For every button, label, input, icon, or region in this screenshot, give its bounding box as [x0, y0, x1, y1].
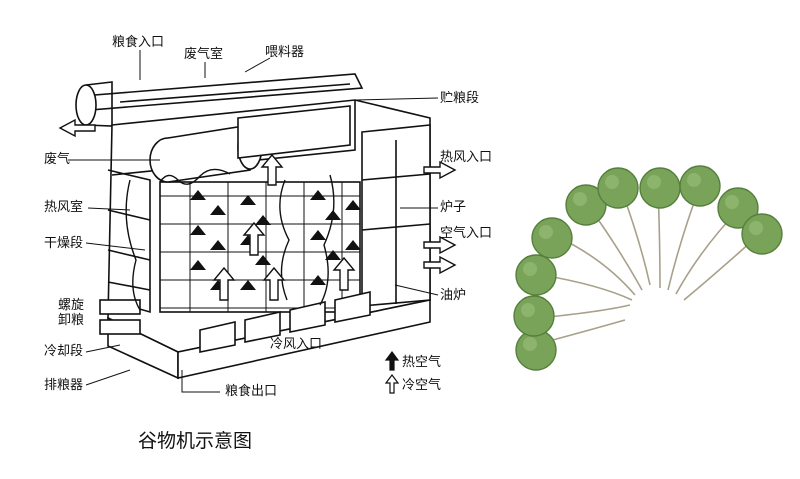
- grain-outlet-label: 粮食出口: [225, 384, 278, 399]
- drying-section-label: 干燥段: [44, 236, 84, 251]
- storage-section-label: 贮粮段: [440, 91, 480, 106]
- exhaust-chamber-label: 废气室: [184, 47, 224, 62]
- machine-body: [75, 73, 431, 380]
- airflow-arrows: [58, 118, 457, 301]
- legend-cold-air-label: 冷空气: [402, 378, 442, 393]
- legend-hot-air-label: 热空气: [402, 355, 442, 370]
- grain-triangles: [190, 190, 361, 290]
- sprayer-label: 喂料器: [265, 45, 305, 60]
- leader-lines: [68, 50, 439, 393]
- spiral-unloader-label: 螺旋卸粮: [58, 298, 85, 328]
- legend-arrows: [384, 351, 400, 394]
- oil-furnace-label: 油炉: [440, 288, 467, 303]
- cold-air-icon: [384, 374, 400, 394]
- hot-air-icon: [384, 351, 400, 371]
- cold-air-inlet-label: 冷风入口: [270, 337, 323, 352]
- exhaust-gas-label: 废气: [44, 152, 71, 167]
- diagram-caption: 谷物机示意图: [138, 430, 253, 452]
- air-inlet-label: 空气入口: [440, 226, 493, 241]
- grain-inlet-label: 粮食入口: [112, 35, 165, 50]
- cutaway-edges: [125, 168, 335, 311]
- discharger-label: 排粮器: [44, 378, 84, 393]
- hot-air-inlet-label: 热风入口: [440, 150, 493, 165]
- hot-air-chamber-label: 热风室: [44, 200, 84, 215]
- cooling-section-label: 冷却段: [44, 344, 84, 359]
- furnace-label: 炉子: [440, 200, 467, 215]
- thermistor-photo: [513, 165, 783, 371]
